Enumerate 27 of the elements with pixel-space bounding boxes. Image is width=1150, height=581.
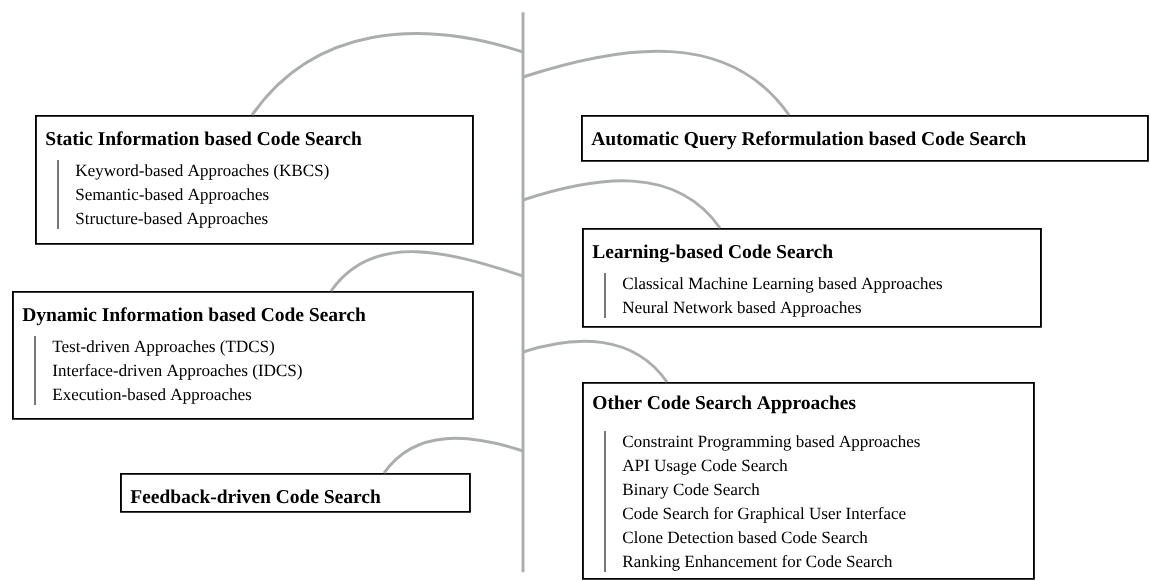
box-heading: Automatic Query Reformulation based Code Search (591, 131, 1026, 150)
list-item: Ranking Enhancement for Code Search (622, 554, 893, 571)
branch-curve (522, 339, 669, 383)
list-item: Classical Machine Learning based Approaches (622, 277, 943, 293)
list-item: Execution-based Approaches (52, 388, 252, 404)
branch-curve (522, 179, 722, 229)
list-item: Interface-driven Approaches (IDCS) (52, 363, 302, 380)
list-item: Clone Detection based Code Search (622, 531, 868, 544)
list-item: Neural Network based Approaches (622, 301, 861, 317)
box-heading: Feedback-driven Code Search (130, 489, 381, 504)
box-heading: Other Code Search Approaches (593, 395, 856, 414)
list-item: Test-driven Approaches (TDCS) (52, 340, 275, 356)
list-item: API Usage Code Search (622, 459, 788, 475)
list-item: Code Search for Graphical User Interface (622, 506, 906, 523)
list-item: Structure-based Approaches (76, 212, 268, 228)
list-item: Semantic-based Approaches (76, 188, 269, 204)
branch-curve (250, 32, 524, 116)
list-item: Constraint Programming based Approaches (622, 435, 920, 451)
box-heading: Static Information based Code Search (46, 131, 362, 146)
branch-curve (329, 250, 524, 292)
trunk-line (521, 12, 525, 573)
branch-curve (522, 49, 791, 116)
list-item: Binary Code Search (622, 483, 760, 499)
list-item: Keyword-based Approaches (KBCS) (75, 164, 329, 180)
box-heading: Dynamic Information based Code Search (22, 307, 366, 326)
box-heading: Learning-based Code Search (592, 244, 833, 263)
branch-curve (382, 436, 524, 474)
